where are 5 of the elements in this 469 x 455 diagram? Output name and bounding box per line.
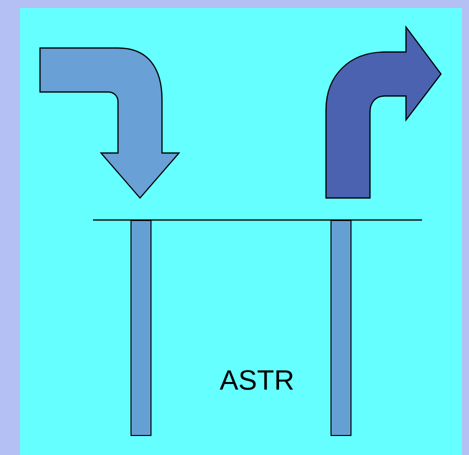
- bent-arrow: [325, 26, 442, 199]
- vertical-bar: [130, 220, 152, 436]
- bent-arrow: [39, 47, 180, 199]
- vertical-bar: [330, 220, 352, 436]
- text-label: ASTR: [220, 370, 294, 390]
